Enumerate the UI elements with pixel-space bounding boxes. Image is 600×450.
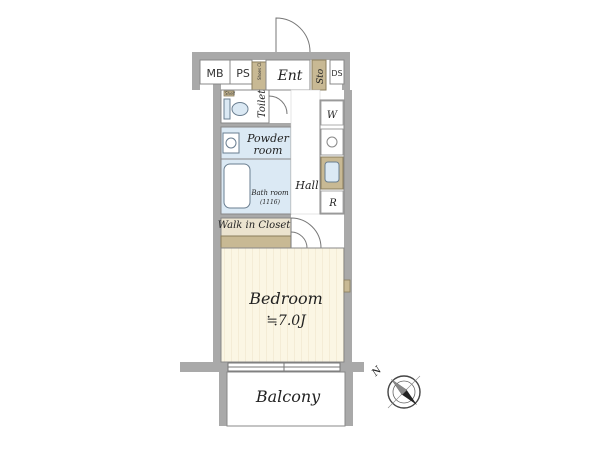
balcony-label: Balcony (255, 387, 321, 406)
washer-label: W (327, 110, 338, 121)
shoes-closet-label: Shoes Cl. (257, 61, 262, 80)
bedroom (220, 247, 351, 363)
bath-room (220, 158, 308, 215)
toilet-room (220, 89, 288, 124)
walk-in-closet-label: Walk in Closet (218, 220, 292, 231)
entrance-area (265, 59, 311, 91)
powder-room-label-line2: room (254, 144, 283, 157)
fridge-space (320, 190, 344, 214)
fridge-label: R (328, 198, 337, 209)
kitchen-column (319, 99, 345, 215)
bathtub-icon (223, 163, 251, 209)
mb-label: MB (206, 67, 223, 80)
washbasin-icon (222, 132, 240, 154)
mb-area (199, 59, 231, 85)
toilet-icon (223, 98, 249, 120)
ps-label: PS (236, 67, 250, 80)
shelf-label: Shelf (225, 91, 236, 96)
toilet-label: Toilet (257, 89, 268, 118)
ds-label: DS (331, 69, 342, 78)
ds-area (329, 59, 345, 85)
bath-room-label-line1: Bath room (250, 189, 289, 197)
entrance-label: Ent (277, 68, 303, 84)
hall-label: Hall (294, 179, 319, 192)
bath-room-label-line2: (1116) (260, 199, 281, 206)
stove-icon (320, 128, 344, 156)
hall (290, 89, 321, 215)
washer-space (320, 100, 344, 126)
compass-icon (387, 375, 421, 409)
toilet-door (268, 95, 288, 115)
entrance-door (275, 17, 311, 53)
closet-shelf (220, 235, 292, 249)
walls (180, 52, 364, 426)
bedroom-door (290, 217, 322, 249)
powder-room-label-line1: Powder (246, 132, 290, 145)
powder-room (220, 126, 312, 160)
balcony (226, 371, 346, 427)
storage-label: Sto (316, 68, 326, 84)
bedroom-size-label: ≒7.0J (266, 313, 307, 329)
shelf (223, 90, 235, 97)
balcony-window (227, 362, 341, 372)
compass-north-label: N (369, 364, 385, 380)
bedroom-label: Bedroom (248, 289, 323, 308)
walk-in-closet (220, 217, 308, 249)
